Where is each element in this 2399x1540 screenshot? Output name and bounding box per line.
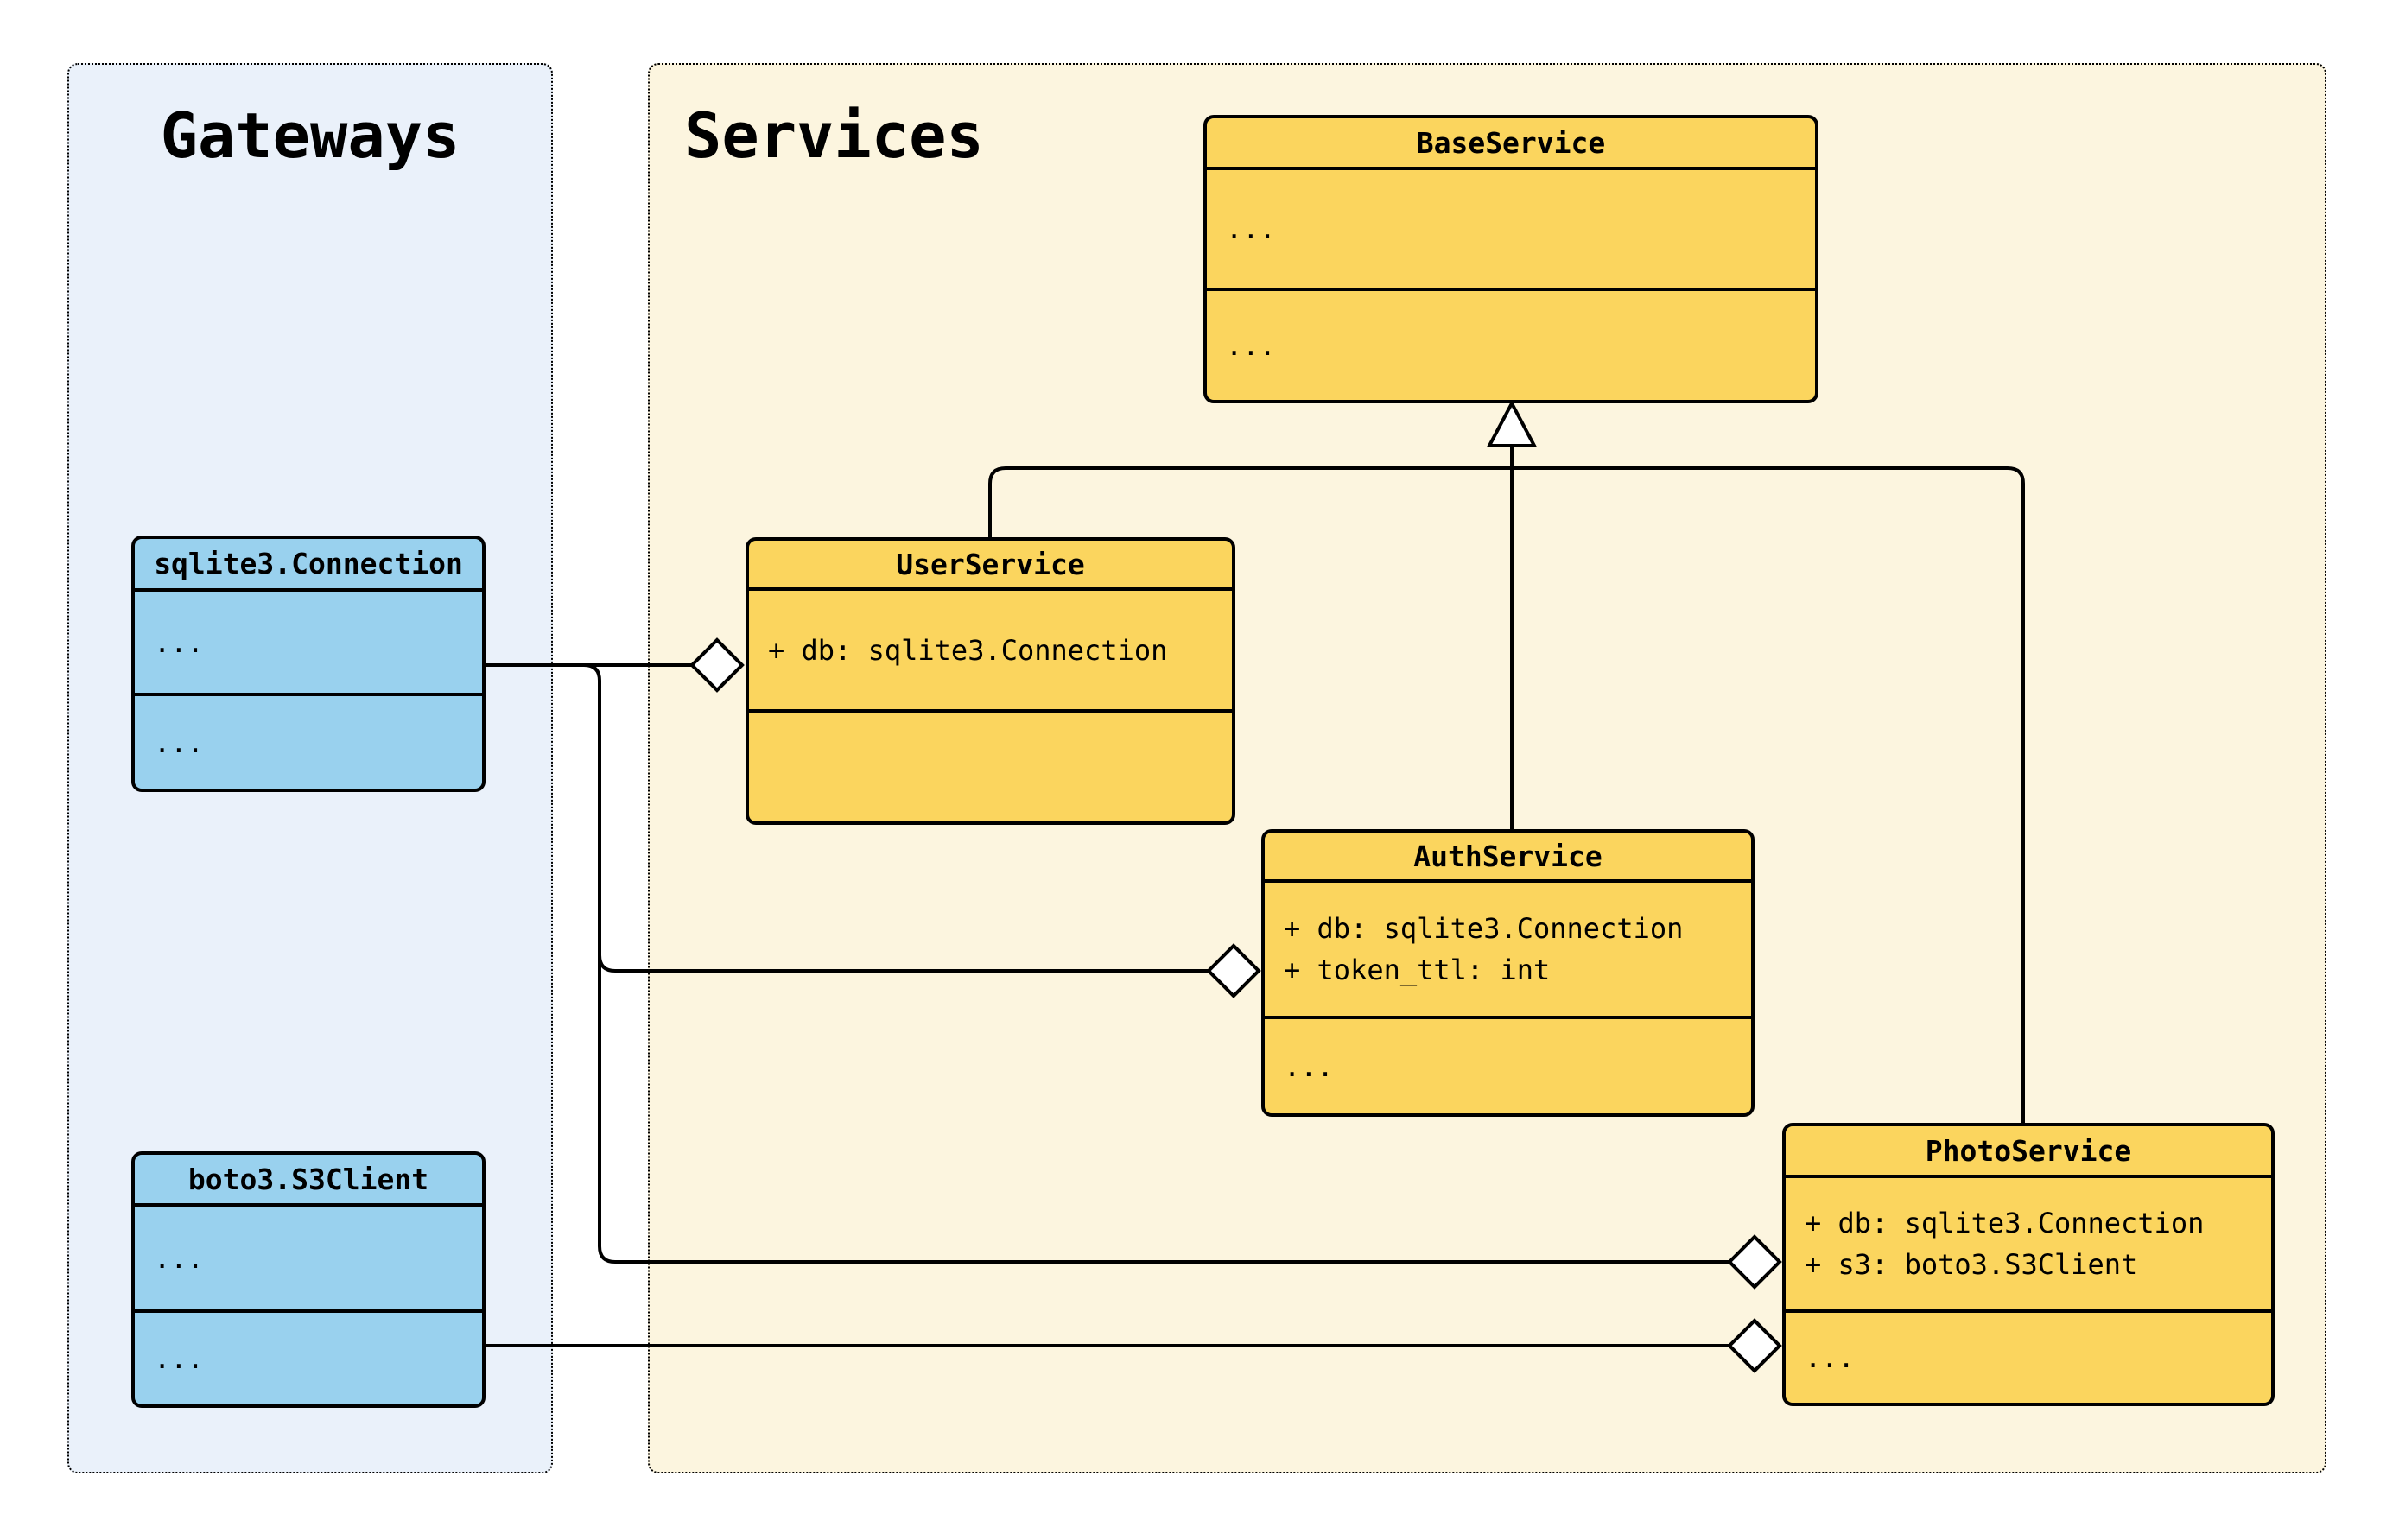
class-box-sqlite-connection: sqlite3.Connection ... ... (131, 536, 486, 792)
class-attrs-sqlite-connection: ... (135, 592, 482, 693)
class-box-baseservice: BaseService ... ... (1203, 115, 1818, 403)
class-attrs-boto3-s3client: ... (135, 1207, 482, 1309)
class-methods-authservice: ... (1265, 1016, 1751, 1113)
class-title-sqlite-connection: sqlite3.Connection (135, 539, 482, 592)
attr-row: ... (154, 1241, 204, 1275)
class-box-userservice: UserService + db: sqlite3.Connection (746, 537, 1235, 825)
class-title-boto3-s3client: boto3.S3Client (135, 1155, 482, 1207)
class-methods-baseservice: ... (1207, 288, 1815, 400)
attr-row: + db: sqlite3.Connection (768, 633, 1168, 667)
class-title-photoservice: PhotoService (1786, 1126, 2271, 1178)
class-methods-userservice (749, 709, 1232, 821)
method-row: ... (154, 1342, 204, 1375)
gateways-container-title: Gateways (160, 99, 460, 172)
class-attrs-photoservice: + db: sqlite3.Connection + s3: boto3.S3C… (1786, 1178, 2271, 1309)
class-methods-sqlite-connection: ... (135, 693, 482, 789)
aggregation-diamond-user-icon (689, 637, 745, 693)
class-methods-boto3-s3client: ... (135, 1309, 482, 1404)
attr-row: + token_ttl: int (1284, 954, 1551, 986)
aggregation-diamond-auth-icon (1206, 943, 1261, 998)
attr-row: + db: sqlite3.Connection (1805, 1207, 2205, 1239)
class-box-photoservice: PhotoService + db: sqlite3.Connection + … (1782, 1123, 2275, 1406)
attr-row: ... (1226, 212, 1276, 245)
class-attrs-authservice: + db: sqlite3.Connection + token_ttl: in… (1265, 883, 1751, 1016)
class-box-authservice: AuthService + db: sqlite3.Connection + t… (1261, 829, 1755, 1117)
class-title-authservice: AuthService (1265, 833, 1751, 883)
class-title-baseservice: BaseService (1207, 118, 1815, 170)
attr-row: ... (154, 625, 204, 659)
method-row: ... (1226, 329, 1276, 362)
class-attrs-userservice: + db: sqlite3.Connection (749, 591, 1232, 709)
method-row: ... (1284, 1049, 1334, 1083)
inheritance-bus-line (988, 466, 2025, 1123)
inheritance-triangle-icon (1486, 399, 1538, 447)
aggregation-diamond-photo-db-icon (1727, 1234, 1782, 1290)
aggregation-line-sqlite-photo (598, 681, 1729, 1264)
class-methods-photoservice: ... (1786, 1309, 2271, 1403)
method-row: ... (154, 726, 204, 759)
attr-row: + db: sqlite3.Connection (1284, 912, 1684, 945)
attr-row: + s3: boto3.S3Client (1805, 1248, 2138, 1281)
method-row: ... (1805, 1341, 1855, 1374)
services-container-title: Services (684, 99, 984, 172)
aggregation-diamond-photo-s3-icon (1727, 1318, 1782, 1373)
class-title-userservice: UserService (749, 541, 1232, 591)
class-box-boto3-s3client: boto3.S3Client ... ... (131, 1151, 486, 1408)
class-attrs-baseservice: ... (1207, 170, 1815, 288)
